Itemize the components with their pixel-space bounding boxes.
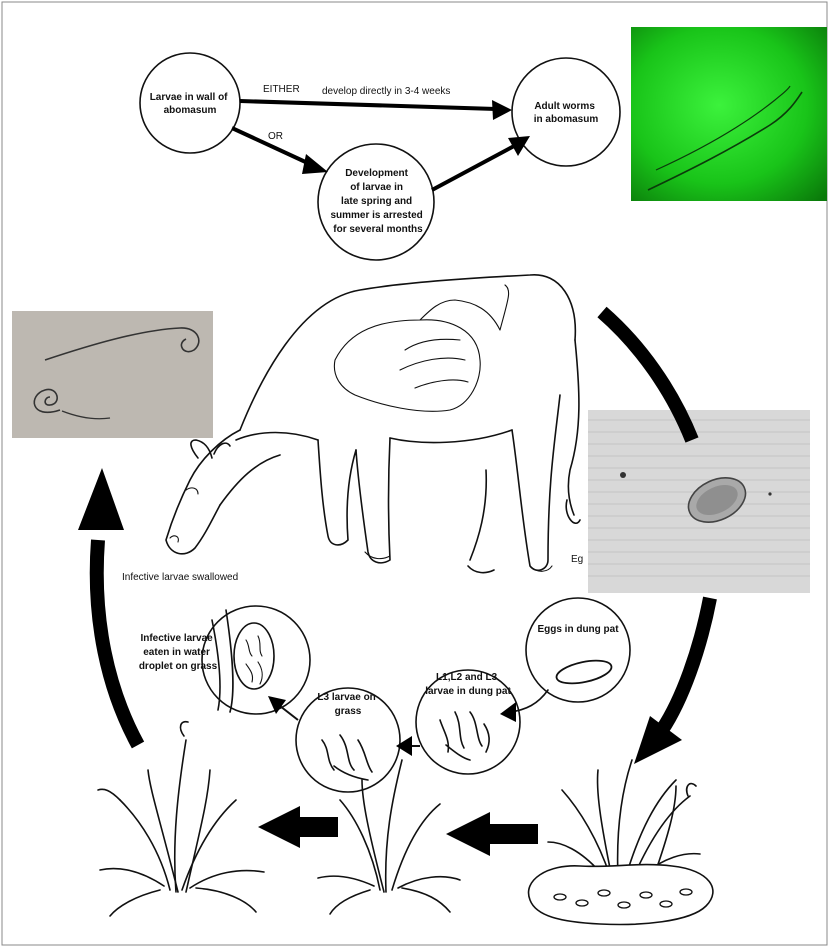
photo-egg-micrograph: [588, 410, 810, 593]
photo-larva-worm: [12, 311, 213, 438]
node-l3-on-grass: L3 larvae on grass: [296, 688, 400, 792]
photo-adult-worm: [631, 27, 827, 201]
node-adult-worms: Adult worms in abomasum: [512, 58, 620, 166]
edge-or-label: OR: [268, 131, 283, 142]
svg-text:Eggs in dung pat: Eggs in dung pat: [537, 624, 619, 635]
node-larvae-wall: Larvae in wall of abomasum: [140, 53, 240, 153]
svg-text:Infective larvae eaten i: Infective larvae eaten in water droplet …: [139, 633, 218, 672]
node-arrested-development: Development of larvae in late spring and…: [318, 144, 434, 260]
edge-either-label: EITHER: [263, 84, 300, 95]
eg-fragment-label: Eg: [571, 554, 583, 565]
dung-pat: [529, 865, 713, 925]
edge-direct-label: develop directly in 3-4 weeks: [322, 86, 450, 97]
node-eggs-in-dung: Eggs in dung pat: [526, 598, 630, 702]
node-larvae-in-dung: L1,L2 and L3 larvae in dung pat: [416, 670, 520, 774]
swallowed-label: Infective larvae swallowed: [122, 572, 238, 583]
